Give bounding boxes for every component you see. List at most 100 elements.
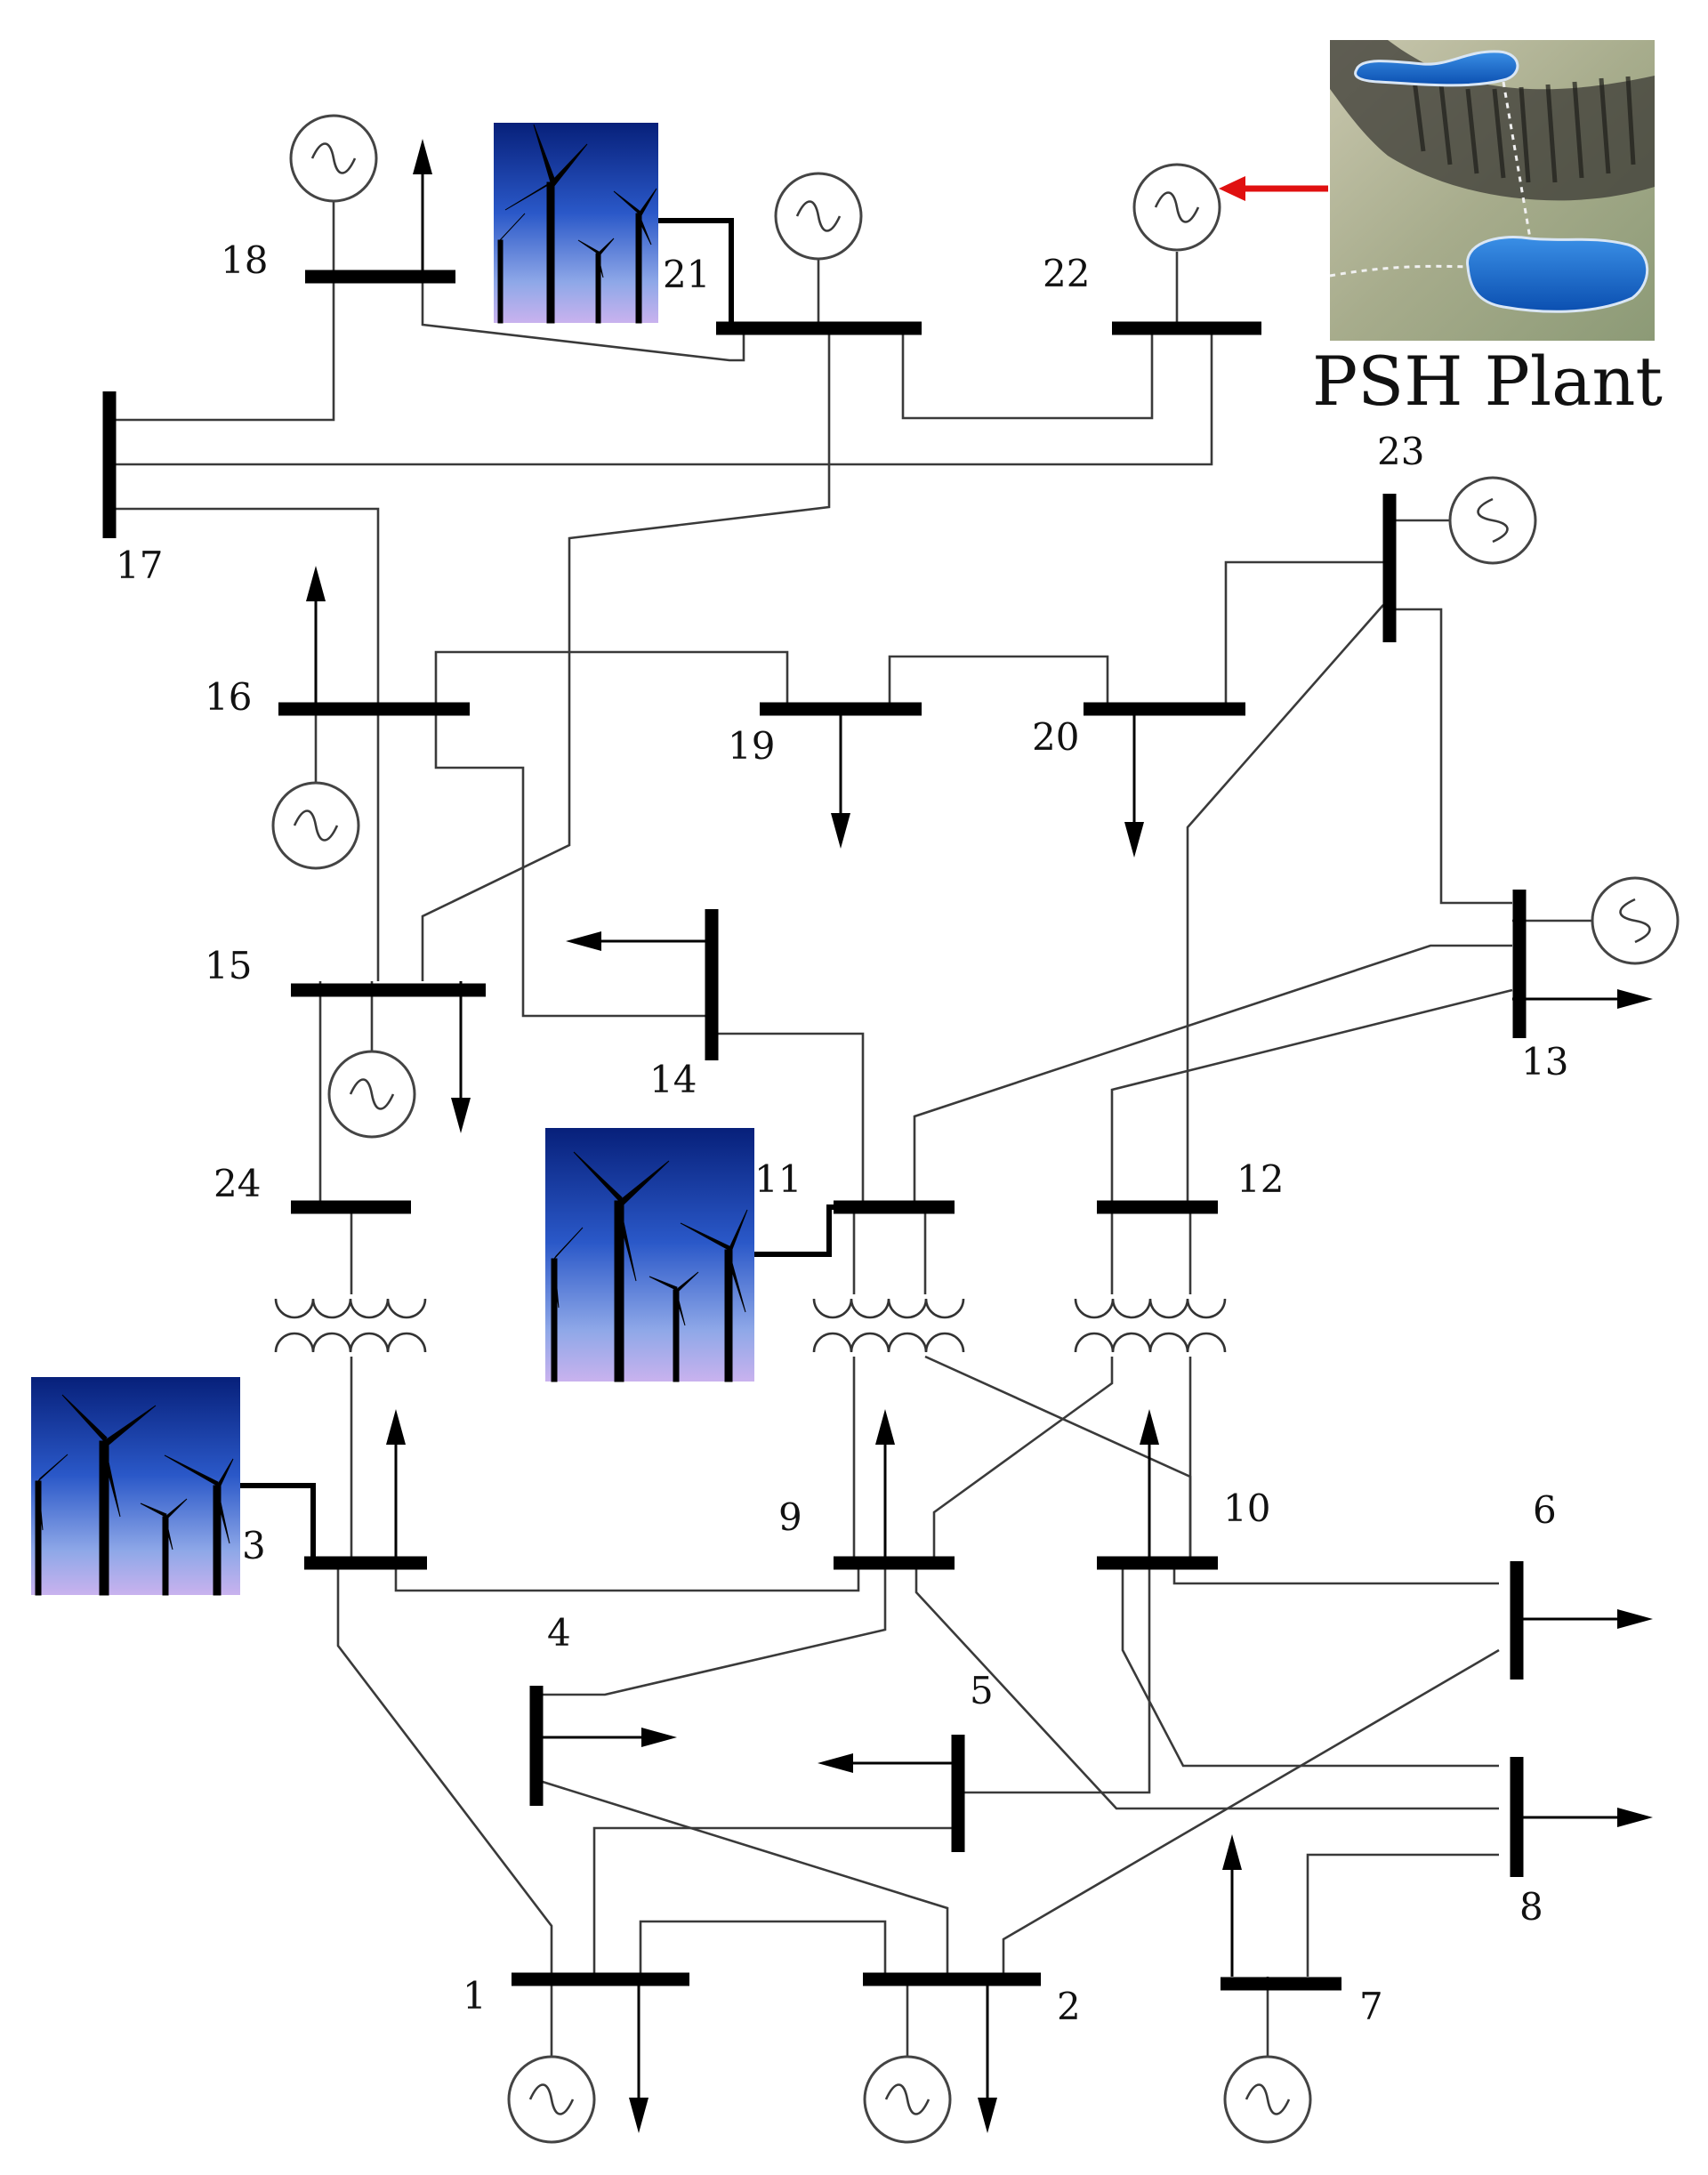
generator-1 [507, 2055, 596, 2144]
line-2-4 [542, 1780, 949, 1973]
transformer-icon [812, 1332, 965, 1353]
line-12-13 [1110, 988, 1513, 1201]
bus-label-5: 5 [970, 1669, 994, 1712]
transformer-icon [1074, 1298, 1227, 1319]
load-8 [1512, 1808, 1653, 1827]
bus-label-23: 23 [1377, 430, 1424, 473]
transformer-10-12 [1074, 1298, 1227, 1353]
generator-13 [1591, 876, 1680, 965]
line-16-19 [434, 650, 789, 703]
line-16-17 [109, 507, 380, 703]
bus-label-6: 6 [1533, 1488, 1557, 1532]
generator-16 [271, 781, 360, 870]
loads [306, 139, 1653, 2133]
load-10 [1140, 1409, 1159, 1557]
line-18-21 [421, 274, 745, 362]
wind-farm-icon [545, 1128, 754, 1382]
load-arrow-icon [306, 566, 326, 601]
line-7-8 [1306, 1853, 1499, 1977]
load-arrow-icon [1124, 822, 1144, 858]
bus-label-10: 10 [1223, 1486, 1270, 1530]
transformer-icon [274, 1298, 427, 1319]
load-arrow-icon [451, 1098, 471, 1133]
load-arrow-icon [566, 931, 601, 951]
upper-reservoir [1354, 50, 1519, 87]
load-arrow-icon [818, 1753, 853, 1773]
transformer-icon [274, 1332, 427, 1353]
load-arrow-icon [1222, 1834, 1242, 1870]
bus-label-7: 7 [1359, 1985, 1383, 2028]
psh-label: PSH Plant [1312, 342, 1663, 421]
wind-farm-icon [31, 1377, 240, 1595]
bus-label-22: 22 [1043, 252, 1090, 295]
line-21-22 [901, 325, 1154, 420]
generator-7 [1223, 2055, 1312, 2144]
line-11-13 [913, 944, 1512, 1201]
bus-label-20: 20 [1032, 715, 1079, 759]
bus-label-19: 19 [728, 724, 775, 768]
line-1-2 [639, 1920, 887, 1973]
transformer-9-11 [812, 1298, 965, 1353]
generator-21 [774, 172, 863, 261]
load-7 [1222, 1834, 1242, 1977]
line-17-18 [109, 274, 335, 422]
psh-arrow-icon [1219, 176, 1245, 201]
line-2-6 [1002, 1648, 1500, 1973]
bus-label-3: 3 [242, 1524, 266, 1567]
line-20-23 [1224, 560, 1383, 703]
line-15-21 [421, 325, 831, 981]
load-6 [1512, 1609, 1653, 1629]
load-15 [451, 981, 471, 1133]
line-1-3 [336, 1557, 553, 1973]
bus-label-11: 11 [754, 1157, 802, 1201]
line-19-20 [888, 655, 1109, 703]
wind-farm-icon [494, 123, 658, 323]
transmission-lines [109, 274, 1513, 1977]
line-8-9 [914, 1557, 1499, 1810]
bus-label-8: 8 [1519, 1885, 1543, 1929]
load-arrow-icon [1617, 1609, 1653, 1629]
wind-feeder-3 [240, 1483, 316, 1563]
load-arrow-icon [413, 139, 432, 174]
bus-label-21: 21 [663, 253, 710, 296]
load-arrow-icon [386, 1409, 406, 1445]
wind-farm-11 [545, 1128, 841, 1382]
bus-label-15: 15 [205, 944, 252, 987]
load-arrow-icon [1617, 1808, 1653, 1827]
line-13-23 [1386, 608, 1512, 905]
wind-farm-3 [31, 1377, 316, 1596]
line-9-12 [932, 1357, 1114, 1557]
buses [102, 270, 1527, 1991]
wind-feeder-11 [754, 1204, 841, 1257]
load-arrow-icon [875, 1409, 895, 1445]
bus-label-4: 4 [547, 1611, 571, 1655]
line-14-16 [434, 703, 707, 1018]
load-9 [875, 1409, 895, 1557]
load-20 [1124, 703, 1144, 858]
wind-feeder-21 [658, 218, 734, 325]
load-arrow-icon [1140, 1409, 1159, 1445]
load-16 [306, 566, 326, 703]
load-arrow-icon [629, 2098, 649, 2133]
load-3 [386, 1409, 406, 1557]
generator-2 [863, 2055, 952, 2144]
bus-label-1: 1 [463, 1974, 487, 2018]
load-13 [1512, 989, 1653, 1009]
bus-labels: 1 2 3 4 5 6 7 8 9 10 11 12 13 14 15 16 1… [116, 238, 1568, 2028]
load-5 [818, 1753, 952, 1773]
bus-label-13: 13 [1521, 1040, 1568, 1083]
bus-label-2: 2 [1057, 1985, 1081, 2028]
generator-18 [289, 114, 378, 203]
load-1 [629, 1973, 649, 2133]
transformer-icon [812, 1298, 965, 1319]
load-arrow-icon [1617, 989, 1653, 1009]
load-arrow-icon [978, 2098, 997, 2133]
line-4-9 [543, 1557, 887, 1696]
bus-label-24: 24 [214, 1162, 261, 1205]
load-19 [831, 703, 850, 849]
load-4 [543, 1728, 677, 1747]
line-1-5 [592, 1826, 952, 1973]
generator-23 [1448, 476, 1537, 565]
